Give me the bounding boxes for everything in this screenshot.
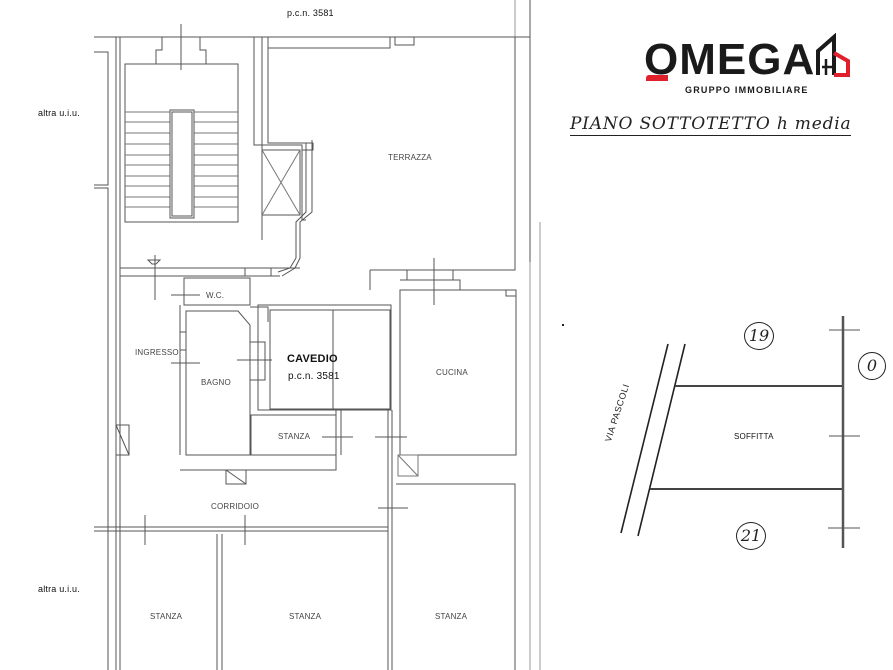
- logo-wordmark: OMEGA: [644, 35, 816, 84]
- cavedio-parcel-label: p.c.n. 3581: [288, 371, 340, 382]
- other-unit-label-top: altra u.i.u.: [38, 108, 80, 118]
- logo-accent-bar: [646, 75, 668, 81]
- neighbor-parcel-label: p.c.n. 3581: [287, 8, 334, 18]
- room-label-terrazza: TERRAZZA: [388, 153, 432, 162]
- room-label-stanza-3: STANZA: [435, 612, 468, 621]
- other-unit-label-bottom: altra u.i.u.: [38, 584, 80, 594]
- room-label-ingresso: INGRESSO: [135, 348, 179, 357]
- room-label-stanza-small: STANZA: [278, 432, 311, 441]
- room-label-stanza-1: STANZA: [150, 612, 183, 621]
- omega-logo: OMEGA GRUPPO IMMOBILIARE: [640, 33, 850, 105]
- room-label-wc: W.C.: [206, 291, 225, 300]
- stray-dot: [562, 324, 564, 326]
- room-label-bagno: BAGNO: [201, 378, 231, 387]
- room-label-corridoio: CORRIDOIO: [211, 502, 260, 511]
- logo-subtitle: GRUPPO IMMOBILIARE: [685, 85, 809, 95]
- room-label-cucina: CUCINA: [436, 368, 468, 377]
- civic-number-north: 19: [744, 322, 774, 350]
- civic-number-east: 0: [858, 352, 886, 380]
- room-label-cavedio: CAVEDIO: [287, 353, 338, 365]
- house-logo-icon: [816, 33, 850, 77]
- civic-number-south: 21: [736, 522, 766, 550]
- floor-title: PIANO SOTTOTETTO h media: [570, 114, 852, 136]
- room-label-stanza-2: STANZA: [289, 612, 322, 621]
- attic-label: SOFFITTA: [734, 432, 774, 441]
